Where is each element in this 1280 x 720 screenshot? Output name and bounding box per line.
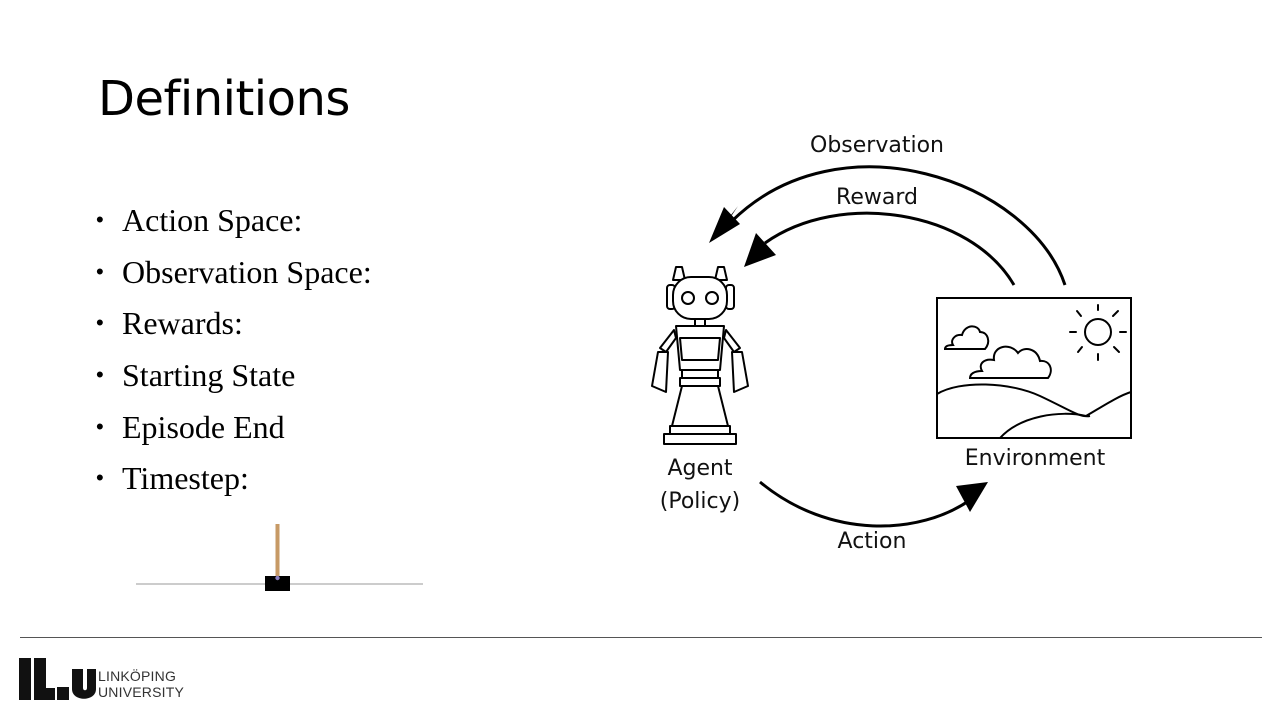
definitions-list: • Action Space: • Observation Space: • Rewa… <box>96 194 372 504</box>
cartpole-pole <box>275 524 280 580</box>
reward-arrow <box>764 211 1016 286</box>
definition-episode-end: Episode End <box>122 408 285 445</box>
reward-arrowhead <box>744 233 776 267</box>
definition-observation-space: Observation Space: <box>122 253 372 290</box>
slide-title: Definitions <box>98 71 350 127</box>
footer-divider <box>20 637 1262 638</box>
bullet-marker: • <box>96 206 104 232</box>
reward-label: Reward <box>836 185 918 210</box>
bullet-marker: • <box>96 465 104 491</box>
list-item: • Rewards: <box>96 297 372 349</box>
cloud-icon-large <box>968 345 1052 379</box>
action-arrowhead <box>956 482 988 512</box>
action-label: Action <box>838 529 907 554</box>
logo-text-line2: UNIVERSITY <box>98 684 185 700</box>
robot-agent-icon <box>651 266 749 445</box>
logo-text-line1: LINKÖPING <box>98 668 177 684</box>
cartpole-illustration <box>136 524 423 591</box>
agent-policy-label: (Policy) <box>660 489 740 514</box>
list-item: • Episode End <box>96 401 372 453</box>
list-item: • Action Space: <box>96 194 372 246</box>
bullet-marker: • <box>96 413 104 439</box>
cloud-icon <box>943 325 990 350</box>
definition-starting-state: Starting State <box>122 356 296 393</box>
agent-label: Agent <box>667 456 732 481</box>
action-arrow <box>759 480 971 528</box>
cartpole-axle <box>275 575 280 581</box>
bullet-marker: • <box>96 310 104 336</box>
rl-loop-diagram: Observation Reward Agent (Policy) Enviro… <box>651 133 1132 554</box>
bullet-marker: • <box>96 361 104 387</box>
cartpole-cart <box>265 576 290 591</box>
definition-rewards: Rewards: <box>122 305 243 342</box>
observation-arrowhead-fill <box>709 207 740 243</box>
liu-logo <box>19 658 96 700</box>
university-name: LINKÖPING UNIVERSITY <box>98 668 184 700</box>
environment-landscape-icon <box>936 297 1132 439</box>
list-item: • Starting State <box>96 349 372 401</box>
environment-label: Environment <box>965 446 1106 471</box>
sun-rays <box>1069 304 1127 361</box>
observation-arrow <box>730 165 1067 286</box>
definition-timestep: Timestep: <box>122 460 249 497</box>
sun-icon <box>1084 318 1113 346</box>
definition-action-space: Action Space: <box>122 201 303 238</box>
bullet-marker: • <box>96 258 104 284</box>
list-item: • Timestep: <box>96 452 372 504</box>
observation-label: Observation <box>810 133 944 158</box>
list-item: • Observation Space: <box>96 246 372 298</box>
